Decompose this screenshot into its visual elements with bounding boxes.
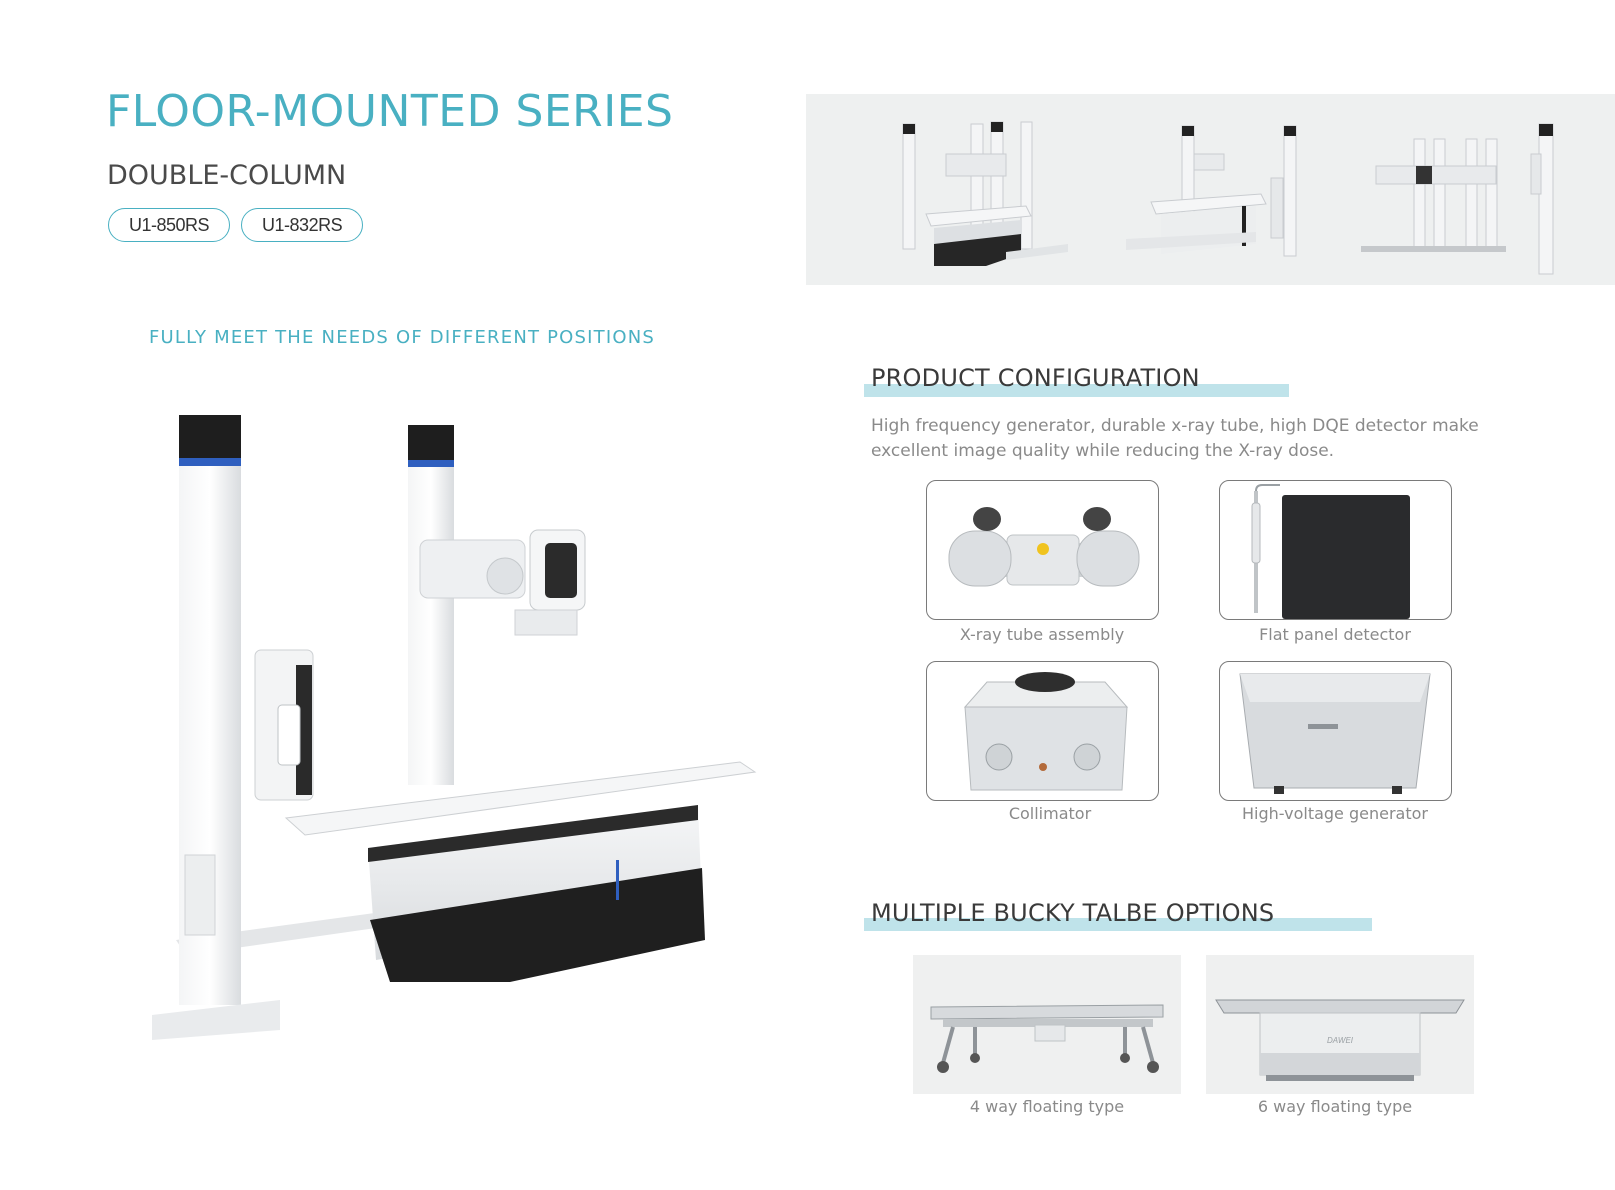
bucky-option-6way-image: DAWEI — [1206, 955, 1474, 1094]
dawei-brand-logo: DAWEI — [1327, 1036, 1354, 1045]
variant-image-1 — [902, 121, 1068, 266]
model-chip-1[interactable]: U1-850RS — [108, 208, 231, 242]
page-title: FLOOR-MOUNTED SERIES — [106, 86, 674, 137]
hv-generator-image — [1239, 673, 1431, 794]
flat-panel-image — [1251, 484, 1410, 619]
component-card-hv-generator — [1219, 661, 1452, 801]
component-label-flat-panel: Flat panel detector — [1259, 625, 1411, 644]
tagline: FULLY MEET THE NEEDS OF DIFFERENT POSITI… — [149, 327, 656, 348]
variants-strip — [806, 94, 1615, 285]
component-label-collimator: Collimator — [1008, 804, 1092, 823]
page-subtitle: DOUBLE-COLUMN — [107, 160, 347, 191]
model-chips: U1-850RS U1-832RS — [108, 208, 364, 242]
bucky-option-6way-label: 6 way floating type — [1257, 1097, 1413, 1116]
variant-images — [902, 121, 1554, 275]
component-label-hv-generator: High-voltage generator — [1242, 804, 1428, 823]
component-card-xray-tube — [926, 480, 1159, 620]
component-label-xray-tube: X-ray tube assembly — [959, 625, 1125, 644]
config-description: High frequency generator, durable x-ray … — [871, 416, 1479, 461]
variant-image-2 — [1126, 125, 1297, 257]
xray-tube-image — [948, 507, 1140, 587]
component-card-collimator — [926, 661, 1159, 801]
component-card-flat-panel — [1219, 480, 1452, 620]
bucky-option-4way-image — [913, 955, 1181, 1094]
bucky-heading: MULTIPLE BUCKY TALBE OPTIONS — [864, 899, 1374, 933]
config-heading: PRODUCT CONFIGURATION — [864, 364, 1294, 398]
main-product-image — [152, 415, 757, 1040]
model-chip-2[interactable]: U1-832RS — [241, 208, 364, 242]
bucky-option-4way-label: 4 way floating type — [969, 1097, 1125, 1116]
variant-image-3 — [1361, 123, 1554, 275]
collimator-image — [963, 672, 1129, 791]
